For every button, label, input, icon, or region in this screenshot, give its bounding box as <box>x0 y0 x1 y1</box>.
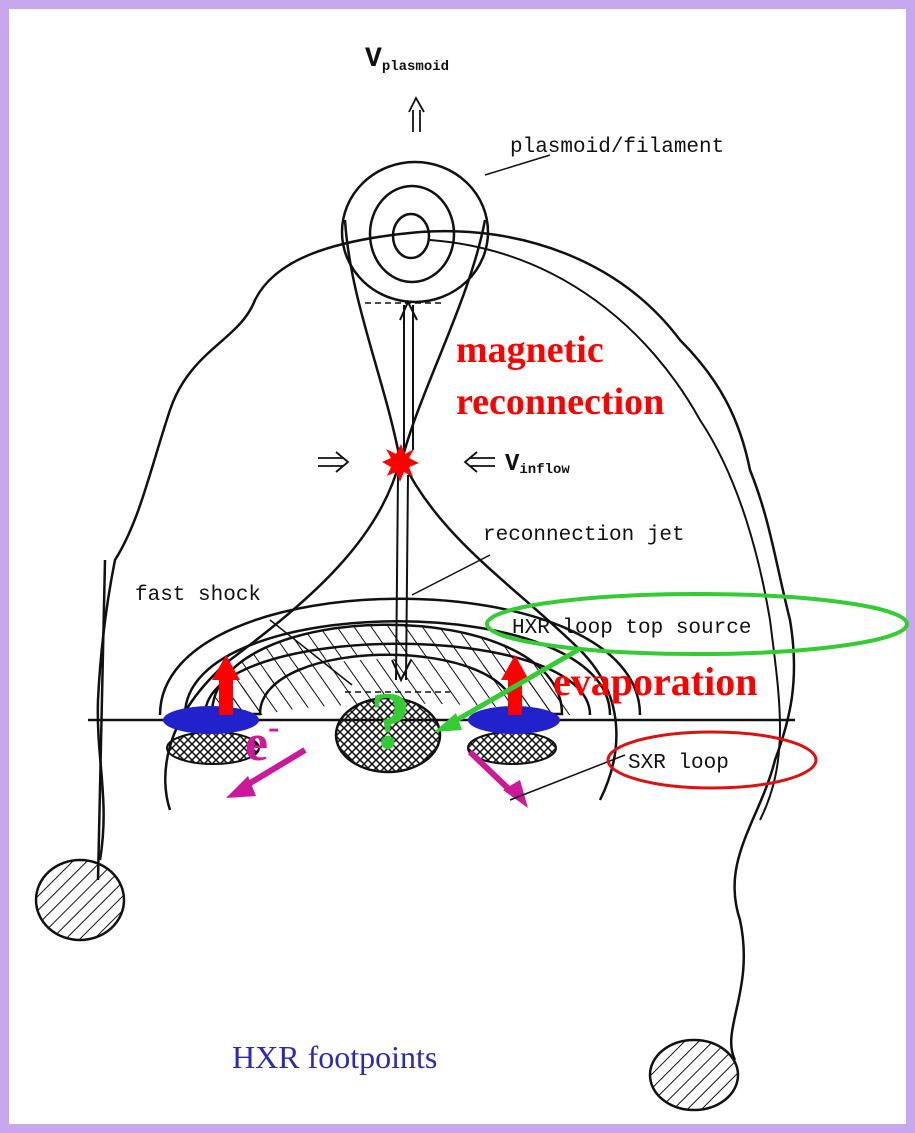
evaporation-label: evaporation <box>553 659 757 704</box>
v-inflow-label: Vinflow <box>505 451 570 478</box>
electron-label: e- <box>245 709 279 772</box>
jet-up-arrowhead <box>400 302 417 320</box>
leader-reconnection-jet <box>412 555 490 595</box>
sxr-loop-label: SXR loop <box>628 752 729 775</box>
hxr-footpoints-label: HXR footpoints <box>232 1039 437 1075</box>
reconnection-label: reconnection <box>456 381 664 423</box>
v-plasmoid-label: Vplasmoid <box>365 44 449 75</box>
separatrix-left-upper <box>345 220 400 460</box>
fast-shock-label: fast shock <box>135 584 261 607</box>
inflow-arrow-left <box>318 452 348 472</box>
plasmoid-filament-label: plasmoid/filament <box>510 136 724 159</box>
reconnection-jet-label: reconnection jet <box>483 524 685 547</box>
plasmoid-inner-ring <box>393 214 429 258</box>
left-blob <box>36 860 124 940</box>
hxr-loop-top-source-label: HXR loop top source <box>512 617 751 640</box>
reconnection-star <box>382 444 419 482</box>
plasmoid-velocity-arrow <box>409 98 424 132</box>
right-blob <box>650 1040 738 1110</box>
inflow-arrow-right <box>465 452 495 472</box>
question-mark: ? <box>370 675 411 766</box>
magnetic-label: magnetic <box>456 329 604 371</box>
